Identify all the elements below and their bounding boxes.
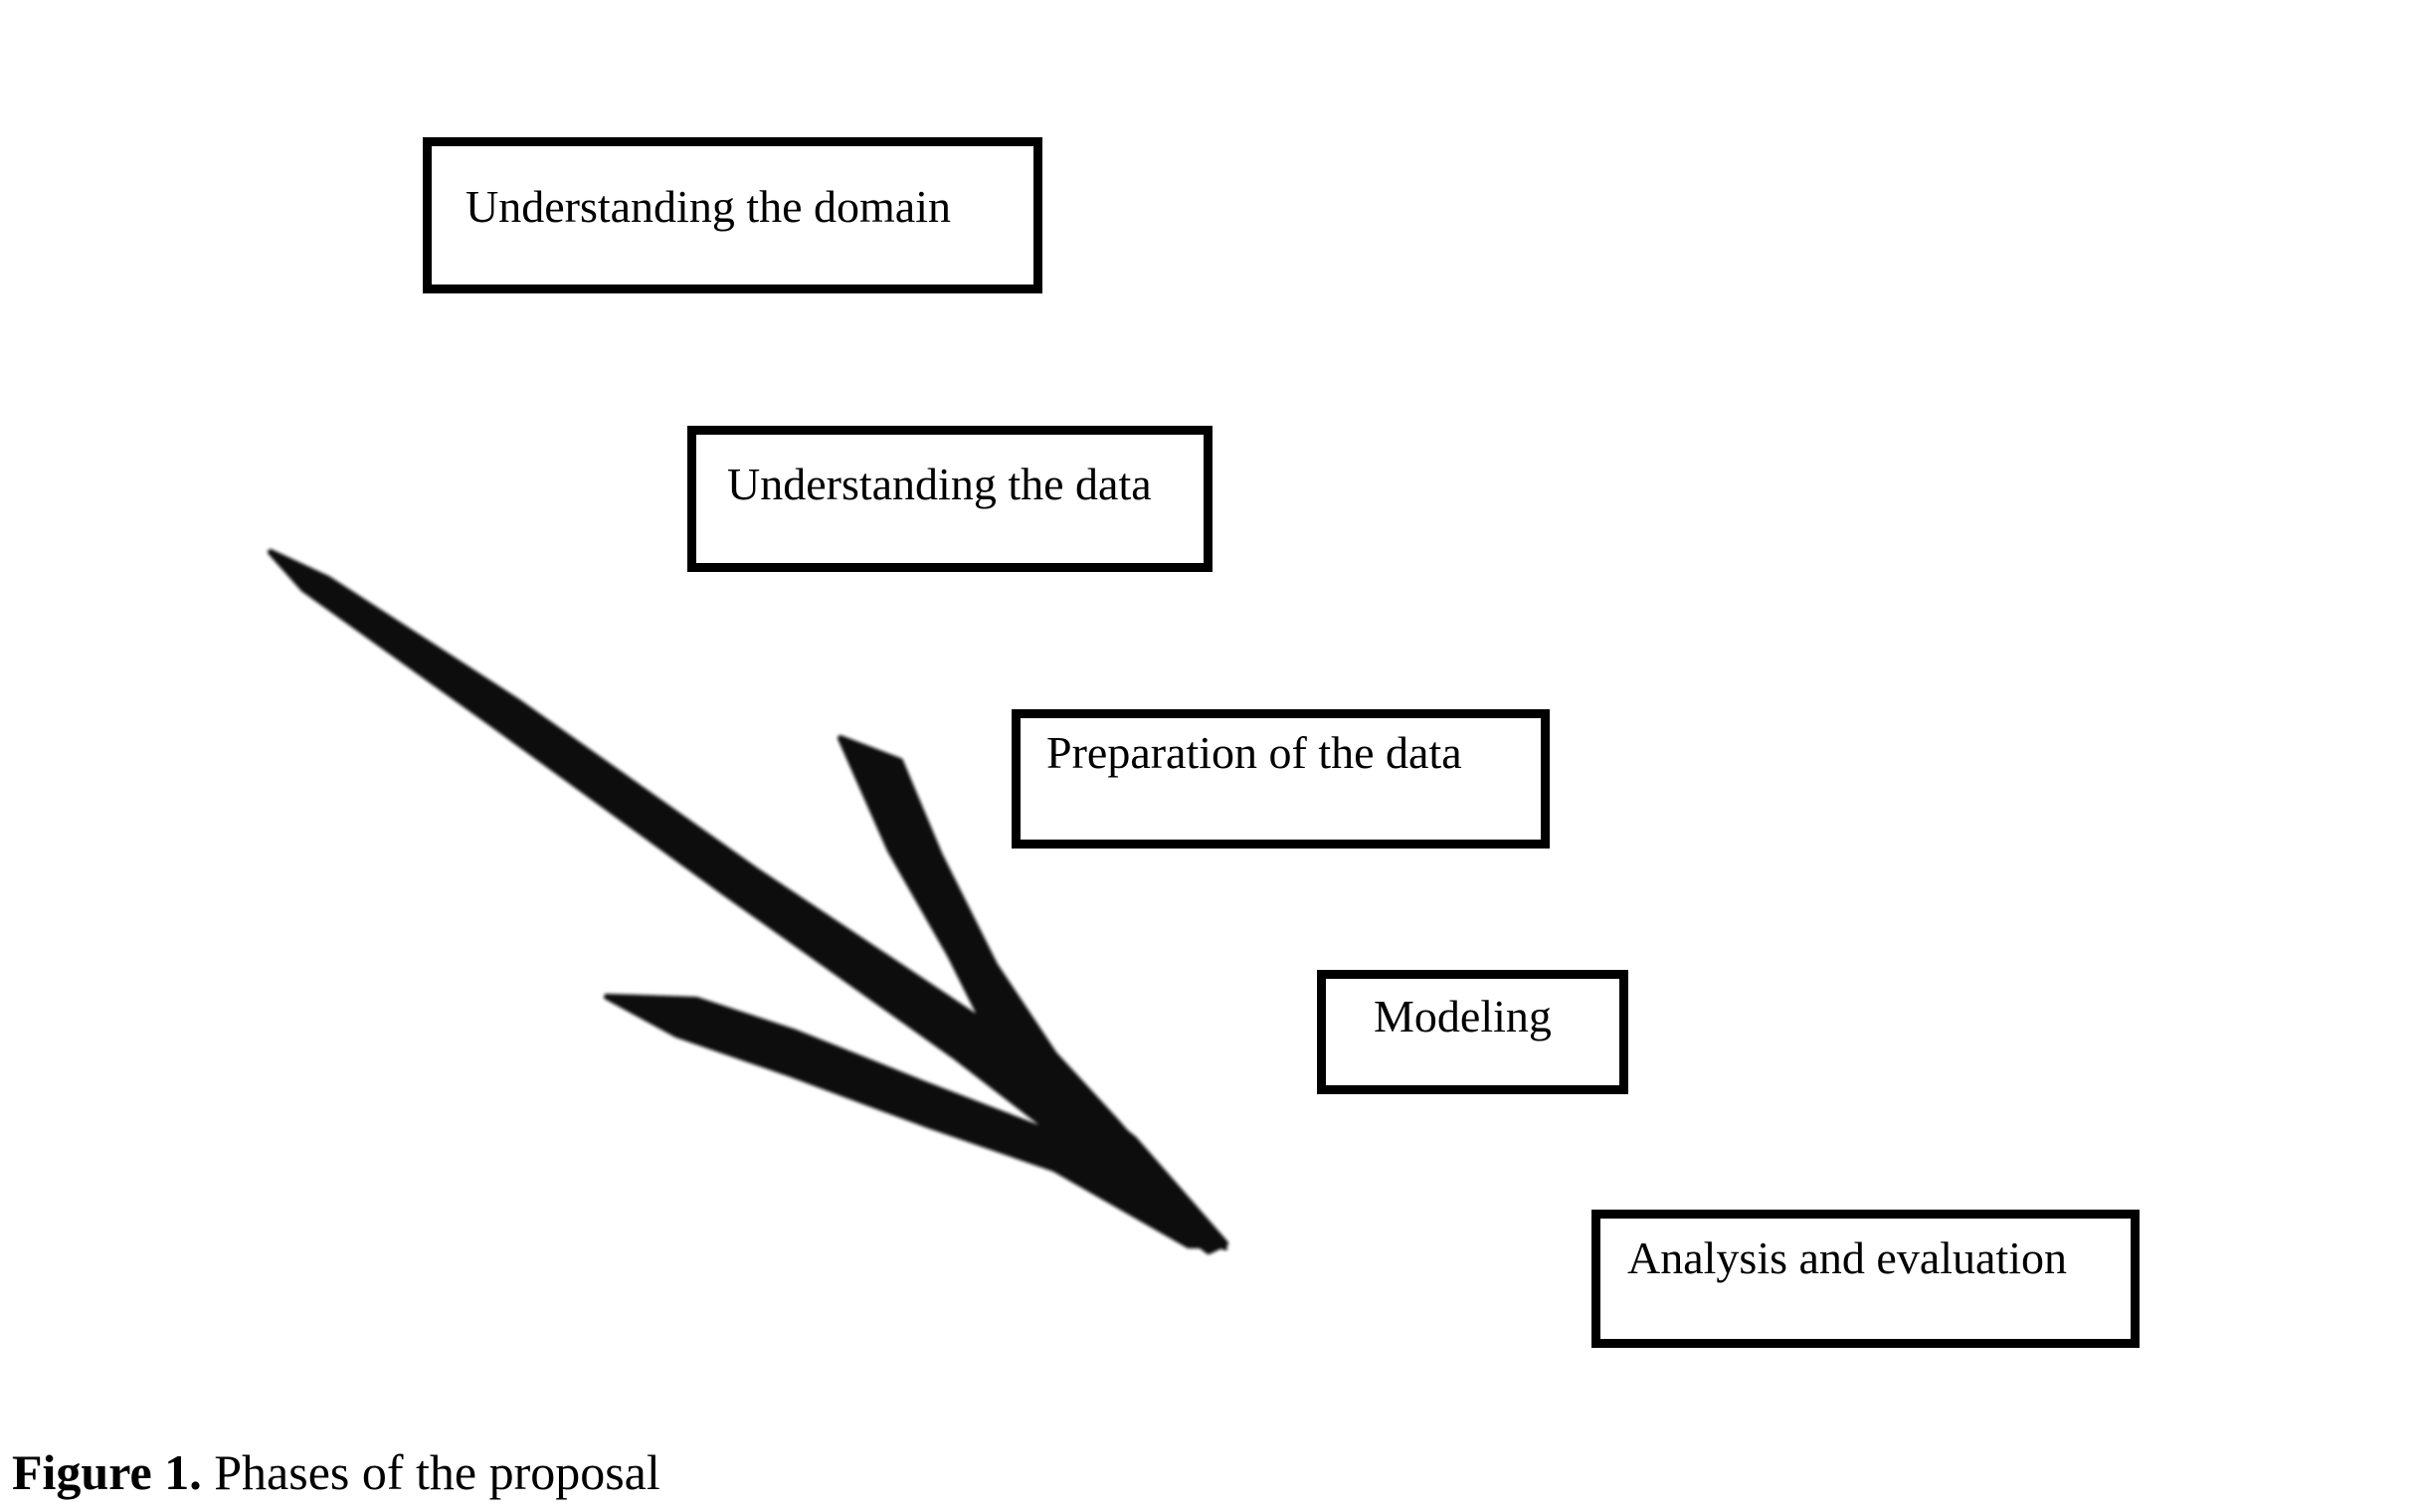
phase-label: Analysis and evaluation [1627,1232,2068,1283]
phase-box-understanding-domain: Understanding the domain [423,137,1042,293]
phase-box-understanding-data: Understanding the data [687,426,1213,572]
figure-caption: Figure 1. Phases of the proposal [12,1447,660,1497]
phase-box-modeling: Modeling [1317,970,1628,1094]
phase-label: Preparation of the data [1046,727,1462,778]
phase-box-analysis-evaluation: Analysis and evaluation [1591,1210,2140,1348]
caption-label: Figure 1. [12,1444,202,1500]
phase-label: Understanding the data [727,459,1152,509]
phase-box-preparation-data: Preparation of the data [1012,709,1550,849]
caption-text: Phases of the proposal [201,1444,660,1500]
phase-label: Modeling [1374,991,1552,1041]
phase-label: Understanding the domain [466,181,952,232]
